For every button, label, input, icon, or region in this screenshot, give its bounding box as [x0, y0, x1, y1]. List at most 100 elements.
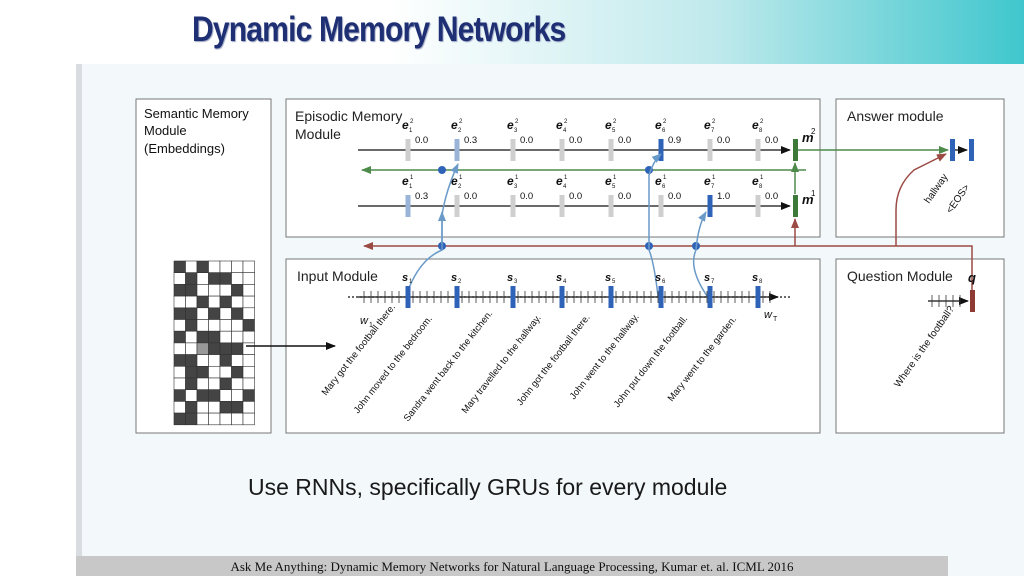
input-state-bar: [707, 286, 713, 308]
dmn-diagram: Semantic Memory Module (Embeddings) Epis…: [135, 98, 1005, 434]
embedding-cell: [208, 330, 221, 344]
episodic-state-sup: 2: [613, 119, 617, 125]
embedding-cell: [208, 354, 221, 367]
embedding-cell: [208, 377, 221, 390]
embedding-cell: [219, 354, 232, 367]
input-state-bar: [405, 286, 411, 308]
episodic-state-sub: 2: [458, 128, 462, 134]
episodic-state-bar: [608, 195, 614, 217]
embedding-cell: [173, 284, 186, 297]
episodic-state-label: e: [752, 174, 759, 188]
episodic-state-bar: [559, 195, 565, 217]
question-module-title: Question Module: [847, 268, 953, 284]
episodic-state-bar: [405, 195, 411, 217]
episodic-state-label: e: [507, 174, 514, 188]
episodic-gate-value: 0.0: [520, 191, 533, 202]
input-state-sub: 3: [514, 279, 518, 285]
embedding-cell: [196, 412, 209, 426]
question-state: [970, 290, 975, 312]
semantic-memory-label-2: Module: [144, 123, 187, 138]
episodic-state-sub: 6: [662, 128, 666, 134]
episodic-state-sub: 4: [563, 184, 567, 190]
embedding-cell: [185, 307, 198, 320]
episodic-state-sub: 7: [711, 128, 715, 134]
embedding-cell: [231, 330, 244, 344]
input-state-bar: [658, 286, 664, 308]
embedding-cell: [185, 260, 198, 273]
episodic-gate-value: 0.0: [717, 135, 730, 146]
embedding-cell: [242, 319, 255, 332]
episodic-state-label: e: [402, 118, 409, 132]
memory-m1-label: m: [802, 192, 814, 207]
episodic-state-label: e: [704, 118, 711, 132]
embedding-cell: [196, 295, 209, 309]
slide-footer: Ask Me Anything: Dynamic Memory Networks…: [76, 556, 948, 576]
episodic-state-label: e: [507, 118, 514, 132]
episodic-state-label: e: [556, 174, 563, 188]
embedding-cell: [196, 319, 209, 332]
episodic-state-label: e: [451, 174, 458, 188]
embedding-cell: [242, 272, 255, 285]
embedding-cell: [219, 319, 232, 332]
input-state-sub: 6: [662, 279, 666, 285]
question-feedback-line: [363, 242, 973, 290]
episodic-memory-title-2: Module: [295, 126, 341, 142]
embedding-cell: [219, 401, 232, 414]
embedding-cell: [196, 401, 209, 414]
memory-m1-bar: [793, 195, 798, 217]
episodic-state-bar: [608, 139, 614, 161]
input-state-label: s: [451, 272, 457, 284]
episodic-state-sub: 3: [514, 128, 518, 134]
embedding-cell: [196, 260, 209, 273]
input-state-sub: 7: [711, 279, 715, 285]
input-state-bar: [454, 286, 460, 308]
embedding-cell: [173, 295, 186, 309]
embedding-cell: [219, 284, 232, 297]
episodic-gate-value: 0.0: [520, 135, 533, 146]
embedding-cell: [173, 307, 186, 320]
embedding-cell: [185, 330, 198, 344]
semantic-memory-label-1: Semantic Memory: [144, 106, 249, 121]
answer-module-box: [835, 98, 1005, 238]
embedding-cell: [219, 272, 232, 285]
episodic-state-sup: 2: [712, 119, 716, 125]
episodic-gate-value: 0.0: [464, 191, 477, 202]
embedding-cell: [196, 272, 209, 285]
embedding-cell: [242, 330, 255, 344]
episodic-state-bar: [510, 195, 516, 217]
embedding-cell: [219, 377, 232, 390]
episodic-state-label: e: [655, 118, 662, 132]
embedding-cell: [231, 284, 244, 297]
embedding-cell: [231, 412, 244, 426]
embedding-cell: [231, 260, 244, 273]
episodic-state-sub: 1: [409, 128, 413, 134]
embedding-cell: [219, 307, 232, 320]
episodic-state-bar: [707, 195, 713, 217]
input-state-label: s: [556, 272, 562, 284]
embedding-cell: [185, 377, 198, 390]
memory-m2-bar: [793, 139, 798, 161]
input-state-sub: 2: [458, 279, 462, 285]
embedding-cell: [219, 342, 232, 355]
embedding-cell: [231, 377, 244, 390]
episodic-gate-value: 0.0: [618, 191, 631, 202]
episodic-state-label: e: [704, 174, 711, 188]
answer-state-2: [969, 139, 974, 161]
embedding-cell: [242, 295, 255, 309]
episodic-gate-value: 0.0: [569, 135, 582, 146]
embedding-cell: [242, 401, 255, 414]
input-state-sub: 8: [759, 279, 763, 285]
embedding-cell: [242, 377, 255, 390]
episodic-state-sub: 8: [759, 128, 763, 134]
input-state-bar: [559, 286, 565, 308]
embedding-cell: [173, 260, 186, 273]
embedding-cell: [231, 272, 244, 285]
embedding-cell: [208, 401, 221, 414]
embedding-cell: [208, 365, 221, 379]
embedding-cell: [173, 342, 186, 355]
episodic-gate-value: 0.0: [569, 191, 582, 202]
episodic-state-sup: 1: [613, 175, 617, 181]
episodic-state-sub: 7: [711, 184, 715, 190]
episodic-state-bar: [658, 195, 664, 217]
